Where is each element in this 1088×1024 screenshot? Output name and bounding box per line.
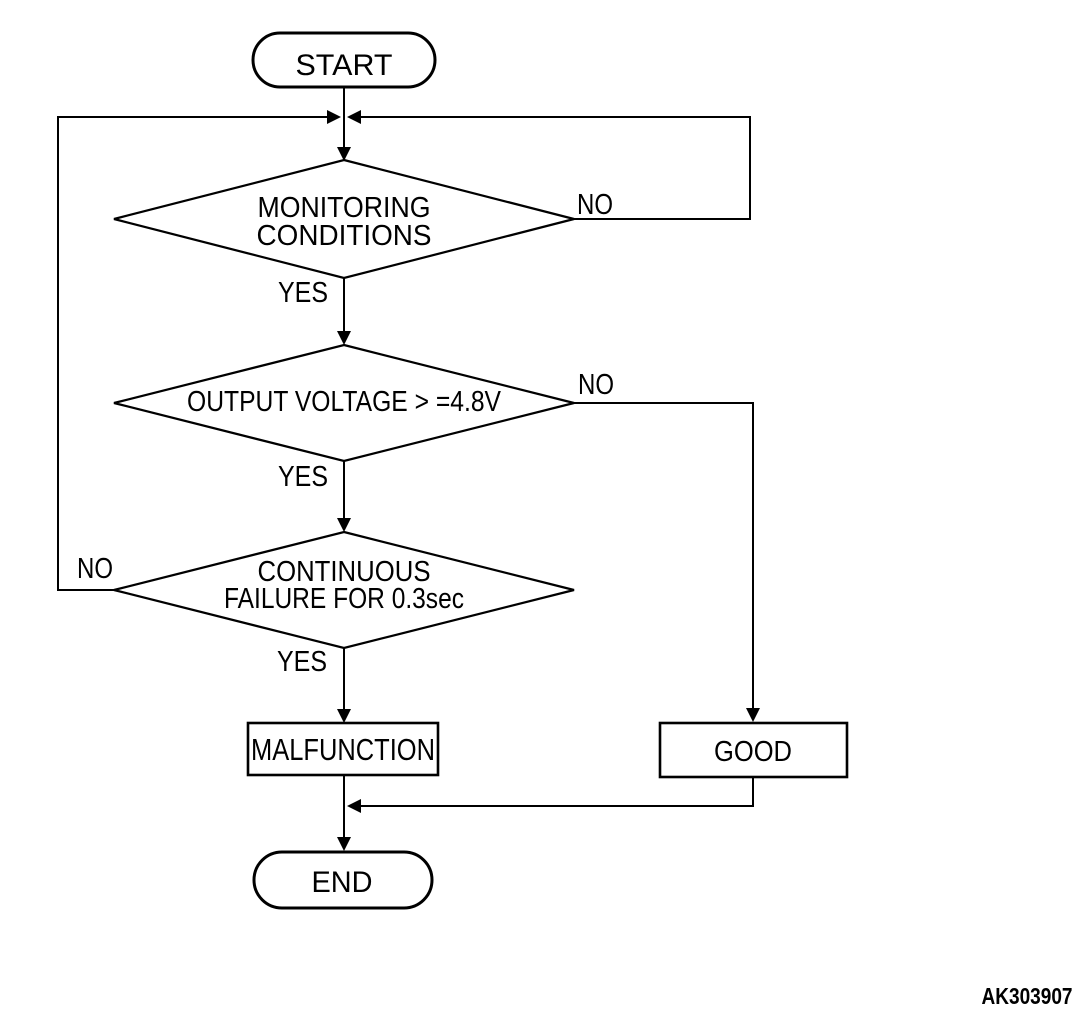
branch-label-no-1: NO (577, 189, 613, 221)
malfunction-label: MALFUNCTION (251, 732, 435, 767)
arrow-down-icon (746, 708, 760, 722)
arrow-down-icon (337, 331, 351, 345)
node-start: START (251, 31, 437, 89)
end-terminal-shape (252, 850, 434, 910)
good-label: GOOD (714, 736, 792, 768)
arrow-down-icon (337, 709, 351, 723)
malfunction-box-shape (246, 721, 440, 777)
decision-diamond-shape (113, 158, 575, 280)
decision1-label-line1: MONITORING (258, 192, 431, 224)
arrow-down-icon (337, 147, 351, 161)
edge-line (361, 777, 754, 807)
figure-code: AK303907 (982, 983, 1073, 1009)
decision3-label-line1: CONTINUOUS (258, 556, 431, 588)
start-terminal-shape (251, 31, 437, 89)
edge-decision3-no-loop (57, 110, 341, 591)
node-good: GOOD (658, 721, 849, 779)
branch-label-yes-1: YES (278, 277, 328, 309)
branch-label-no-2: NO (578, 369, 614, 401)
decision2-label: OUTPUT VOLTAGE > =4.8V (187, 386, 502, 418)
decision3-label-line2: FAILURE FOR 0.3sec (224, 583, 464, 615)
branch-label-no-3: NO (77, 553, 113, 585)
edge-decision2-no (574, 402, 760, 722)
edge-decision2-yes (337, 461, 351, 532)
start-label: START (296, 49, 393, 82)
node-end: END (252, 850, 434, 910)
arrow-right-icon (327, 110, 341, 124)
good-box-shape (658, 721, 849, 779)
edge-good-merge (347, 777, 754, 813)
edge-start-to-decision1 (337, 87, 351, 161)
edge-line (574, 402, 754, 711)
branch-label-yes-3: YES (277, 646, 327, 678)
node-decision-output-voltage: OUTPUT VOLTAGE > =4.8V (113, 343, 575, 463)
edge-malfunction-to-end (337, 775, 351, 851)
decision-diamond-shape (113, 530, 575, 650)
edge-decision3-yes (337, 648, 351, 723)
edge-line (57, 116, 327, 591)
end-label: END (312, 866, 373, 899)
arrow-left-icon (347, 110, 361, 124)
edge-decision1-no-loop (347, 110, 751, 220)
branch-label-yes-2: YES (278, 461, 328, 493)
node-decision-monitoring-conditions: MONITORING CONDITIONS (113, 158, 575, 280)
node-malfunction: MALFUNCTION (246, 721, 440, 777)
decision1-label-line2: CONDITIONS (257, 220, 432, 252)
node-decision-continuous-failure: CONTINUOUS FAILURE FOR 0.3sec (113, 530, 575, 650)
arrow-down-icon (337, 518, 351, 532)
edge-line (361, 116, 751, 220)
decision-diamond-shape (113, 343, 575, 463)
arrow-left-icon (347, 799, 361, 813)
arrow-down-icon (337, 837, 351, 851)
edge-decision1-yes (337, 278, 351, 345)
